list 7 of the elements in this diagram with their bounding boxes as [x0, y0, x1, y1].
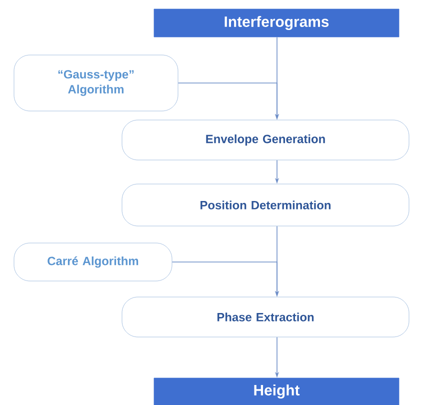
terminal-box: Interferograms — [154, 8, 400, 38]
terminal-box: Height — [154, 378, 400, 405]
process-box: Phase Extraction — [122, 296, 410, 338]
process-box: Envelope Generation — [122, 120, 410, 160]
process-box: Position Determination — [122, 184, 410, 226]
method-box: Carré Algorithm — [14, 242, 172, 282]
method-box: “Gauss-type” Algorithm — [14, 54, 178, 112]
